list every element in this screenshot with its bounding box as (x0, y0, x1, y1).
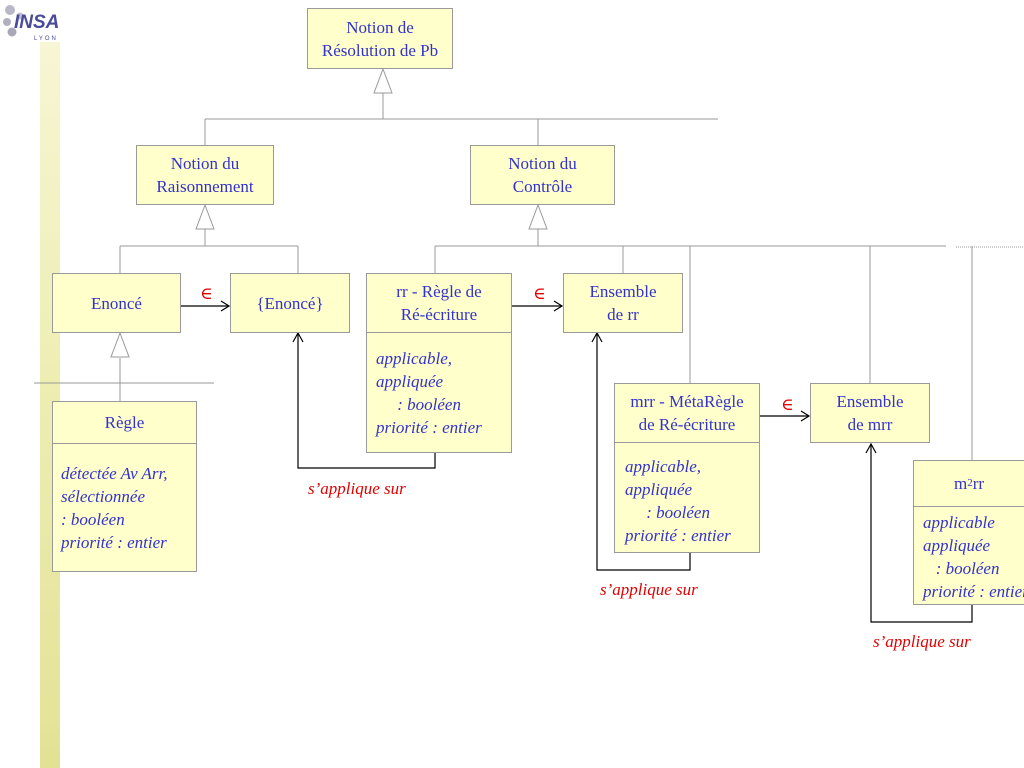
class-rr: rr - Règle de Ré-écriture applicable, ap… (366, 273, 512, 453)
element-of-symbol: ∈ (533, 284, 546, 303)
side-bar (40, 42, 60, 768)
class-title: Notion du Raisonnement (156, 154, 254, 196)
class-set-rr: Ensemble de rr (563, 273, 683, 333)
class-title: rr - Règle de Ré-écriture (396, 282, 482, 324)
class-title: Notion du Contrôle (508, 154, 577, 196)
class-set-mrr: Ensemble de mrr (810, 383, 930, 443)
class-title-rest: rr (972, 474, 985, 493)
class-enonce: Enoncé (52, 273, 181, 333)
applies-to-label: s’applique sur (308, 479, 406, 498)
class-notion-resolution: Notion de Résolution de Pb (307, 8, 453, 69)
class-set-enonce: {Enoncé} (230, 273, 350, 333)
class-title-sup: 2 (967, 477, 973, 489)
logo-subtext: LYON (34, 36, 58, 42)
class-title: Ensemble de mrr (836, 392, 904, 434)
class-mrr: mrr - MétaRègle de Ré-écriture applicabl… (614, 383, 760, 553)
class-attributes: applicable, appliquée : booléen priorité… (367, 332, 511, 439)
class-title: Notion de Résolution de Pb (321, 17, 439, 60)
class-title-base: m (953, 474, 968, 493)
class-title: Ensemble de rr (589, 282, 657, 324)
class-attributes: applicable, appliquée : booléen priorité… (615, 442, 759, 547)
class-title: Enoncé (91, 293, 142, 313)
applies-to-label: s’applique sur (600, 580, 698, 599)
class-regle: Règle détectée Av Arr, sélectionnée : bo… (52, 401, 197, 572)
class-title: mrr - MétaRègle de Ré-écriture (630, 392, 744, 434)
class-attributes: applicable appliquée : booléen priorité … (914, 506, 1024, 603)
class-attributes: détectée Av Arr, sélectionnée : booléen … (53, 443, 196, 554)
class-title: Règle (104, 413, 145, 432)
class-notion-controle: Notion du Contrôle (470, 145, 615, 205)
class-notion-raisonnement: Notion du Raisonnement (136, 145, 274, 205)
logo-text: INSA (14, 12, 59, 33)
applies-to-label: s’applique sur (873, 632, 971, 651)
element-of-symbol: ∈ (200, 284, 213, 303)
insa-lyon-logo: INSA LYON (3, 5, 59, 42)
element-of-symbol: ∈ (781, 395, 794, 414)
class-title: {Enoncé} (256, 293, 324, 313)
